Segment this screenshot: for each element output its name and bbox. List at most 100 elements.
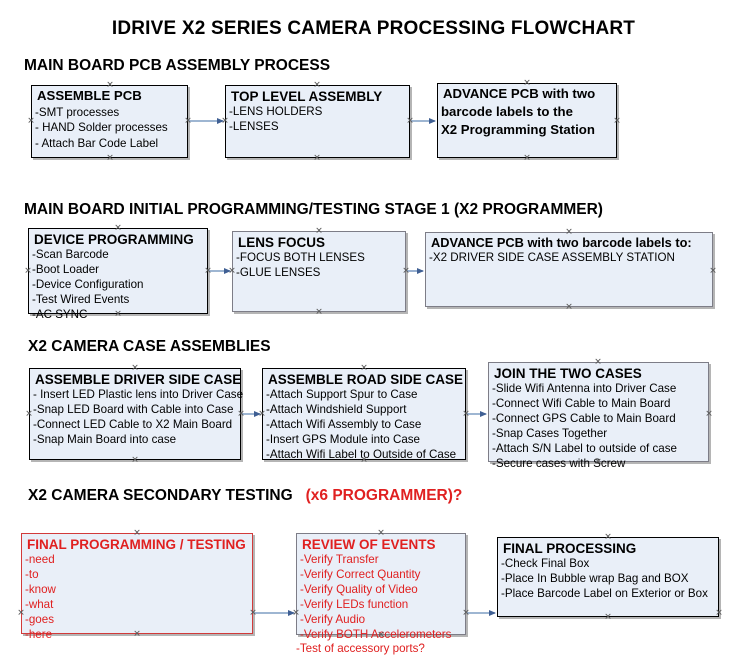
x-anchor-icon: ✕ [705, 408, 713, 419]
x-anchor-icon: ✕ [184, 115, 192, 126]
node-item: -SMT processes [35, 105, 120, 119]
node-top-level-assembly[interactable]: TOP LEVEL ASSEMBLY -LENS HOLDERS -LENSES [225, 85, 410, 158]
node-header: FINAL PROCESSING [503, 541, 637, 556]
node-header: ASSEMBLE PCB [37, 88, 142, 103]
node-item: -Attach Windshield Support [266, 403, 407, 416]
x-anchor-icon: ✕ [523, 77, 531, 88]
page-title: IDRIVE X2 SERIES CAMERA PROCESSING FLOWC… [111, 18, 636, 39]
x-anchor-icon: ✕ [594, 356, 602, 367]
node-item: -Snap Main Board into case [33, 432, 177, 446]
x-anchor-icon: ✕ [133, 628, 141, 639]
x-anchor-icon: ✕ [604, 611, 612, 622]
node-final-programming-testing[interactable]: FINAL PROGRAMMING / TESTING -need -to -k… [21, 533, 253, 641]
node-item: -Attach Wifi Label to Outside of Case [266, 447, 457, 461]
x-anchor-icon: ✕ [406, 115, 414, 126]
x-anchor-icon: ✕ [131, 362, 139, 373]
section-heading-text: X2 CAMERA SECONDARY TESTING [28, 487, 293, 504]
node-lens-focus[interactable]: LENS FOCUS -FOCUS BOTH LENSES -GLUE LENS… [232, 231, 406, 312]
node-advance-pcb-driver-side-case[interactable]: ADVANCE PCB with two barcode labels to: … [425, 232, 713, 307]
node-item: -Verify BOTH Accelerometers [300, 627, 452, 641]
node-item: - HAND Solder processes [35, 121, 168, 135]
x-anchor-icon: ✕ [25, 408, 33, 419]
node-assemble-driver-side-case[interactable]: ASSEMBLE DRIVER SIDE CASE - Insert LED P… [29, 368, 244, 460]
node-item: -to [25, 568, 39, 581]
x-anchor-icon: ✕ [315, 306, 323, 317]
node-items: barcode labels to the X2 Programming Sta… [438, 103, 616, 139]
node-advance-pcb-programming-station[interactable]: ADVANCE PCB with two barcode labels to t… [437, 83, 617, 158]
node-review-of-events[interactable]: REVIEW OF EVENTS -Verify Transfer -Verif… [296, 533, 466, 655]
node-items: -Attach Support Spur to Case -Attach Win… [263, 388, 465, 462]
node-item: -Insert GPS Module into Case [266, 432, 421, 446]
x-anchor-icon: ✕ [377, 527, 385, 538]
node-device-programming[interactable]: DEVICE PROGRAMMING -Scan Barcode -Boot L… [28, 228, 208, 321]
node-header: DEVICE PROGRAMMING [34, 232, 194, 247]
node-item: -GLUE LENSES [236, 266, 321, 279]
x-anchor-icon: ✕ [360, 362, 368, 373]
node-item: -FOCUS BOTH LENSES [236, 251, 365, 265]
node-item: -Snap LED Board with Cable into Case [33, 403, 234, 416]
node-item: -Scan Barcode [32, 248, 109, 262]
node-item: - Insert LED Plastic lens into Driver Ca… [33, 388, 244, 402]
x-anchor-icon: ✕ [315, 225, 323, 236]
node-join-the-two-cases[interactable]: JOIN THE TWO CASES -Slide Wifi Antenna i… [488, 362, 709, 470]
x-anchor-icon: ✕ [258, 408, 266, 419]
node-header: FINAL PROGRAMMING / TESTING [27, 537, 246, 552]
node-items: -need -to -know -what -goes -here [22, 553, 252, 642]
x-anchor-icon: ✕ [709, 265, 717, 276]
node-item: -AC SYNC [32, 307, 88, 321]
node-item: -Attach Wifi Assembly to Case [266, 417, 422, 431]
node-header: ASSEMBLE DRIVER SIDE CASE [35, 372, 242, 387]
node-header: TOP LEVEL ASSEMBLY [231, 89, 383, 104]
node-item: -Secure cases with Screw [492, 456, 626, 470]
node-items: -Slide Wifi Antenna into Driver Case -Co… [489, 382, 708, 471]
section-heading-suffix: (x6 PROGRAMMER)? [305, 487, 463, 504]
node-assemble-road-side-case[interactable]: ASSEMBLE ROAD SIDE CASE -Attach Support … [262, 368, 466, 462]
node-item: -Attach S/N Label to outside of case [492, 441, 677, 455]
node-item: -what [25, 597, 54, 611]
x-anchor-icon: ✕ [360, 454, 368, 465]
section-heading-text: MAIN BOARD PCB ASSEMBLY PROCESS [24, 57, 331, 74]
node-item: -Verify Audio [300, 612, 366, 626]
node-items: - Insert LED Plastic lens into Driver Ca… [30, 388, 244, 448]
node-header: ASSEMBLE ROAD SIDE CASE [268, 372, 464, 387]
x-anchor-icon: ✕ [114, 222, 122, 233]
x-anchor-icon: ✕ [27, 115, 35, 126]
x-anchor-icon: ✕ [377, 629, 385, 640]
node-item: -X2 DRIVER SIDE CASE ASSEMBLY STATION [429, 251, 675, 265]
section-heading-x2-camera-case-assemblies: X2 CAMERA CASE ASSEMBLIES [28, 338, 271, 356]
x-anchor-icon: ✕ [462, 408, 470, 419]
x-anchor-icon: ✕ [594, 456, 602, 467]
node-items: -LENS HOLDERS -LENSES [226, 105, 409, 135]
node-final-processing[interactable]: FINAL PROCESSING -Check Final Box -Place… [497, 537, 719, 617]
node-item: -Place Barcode Label on Exterior or Box [501, 586, 708, 600]
x-anchor-icon: ✕ [17, 607, 25, 618]
x-anchor-icon: ✕ [133, 527, 141, 538]
node-item: -Boot Loader [32, 263, 100, 276]
node-item: -Attach Support Spur to Case [266, 388, 418, 402]
node-item: X2 Programming Station [441, 121, 595, 137]
x-anchor-icon: ✕ [313, 79, 321, 90]
node-items: -Verify Transfer -Verify Correct Quantit… [296, 553, 465, 657]
node-items: -FOCUS BOTH LENSES -GLUE LENSES [233, 251, 405, 281]
x-anchor-icon: ✕ [237, 408, 245, 419]
node-item: -Check Final Box [501, 557, 590, 571]
x-anchor-icon: ✕ [221, 115, 229, 126]
x-anchor-icon: ✕ [106, 79, 114, 90]
x-anchor-icon: ✕ [204, 265, 212, 276]
node-item: barcode labels to the [441, 103, 573, 119]
node-item: -Device Configuration [32, 277, 144, 291]
x-anchor-icon: ✕ [715, 607, 723, 618]
node-assemble-pcb[interactable]: ASSEMBLE PCB -SMT processes - HAND Solde… [31, 85, 188, 158]
node-header: REVIEW OF EVENTS [302, 537, 436, 552]
section-heading-text: X2 CAMERA CASE ASSEMBLIES [28, 338, 271, 355]
x-anchor-icon: ✕ [249, 607, 257, 618]
node-items: -SMT processes - HAND Solder processes -… [32, 105, 187, 152]
node-item: -Slide Wifi Antenna into Driver Case [492, 382, 677, 396]
node-item: -Place In Bubble wrap Bag and BOX [501, 572, 689, 585]
x-anchor-icon: ✕ [613, 115, 621, 126]
node-item: - Attach Bar Code Label [35, 137, 159, 151]
x-anchor-icon: ✕ [313, 152, 321, 163]
x-anchor-icon: ✕ [565, 301, 573, 312]
node-item: -here [25, 627, 53, 641]
